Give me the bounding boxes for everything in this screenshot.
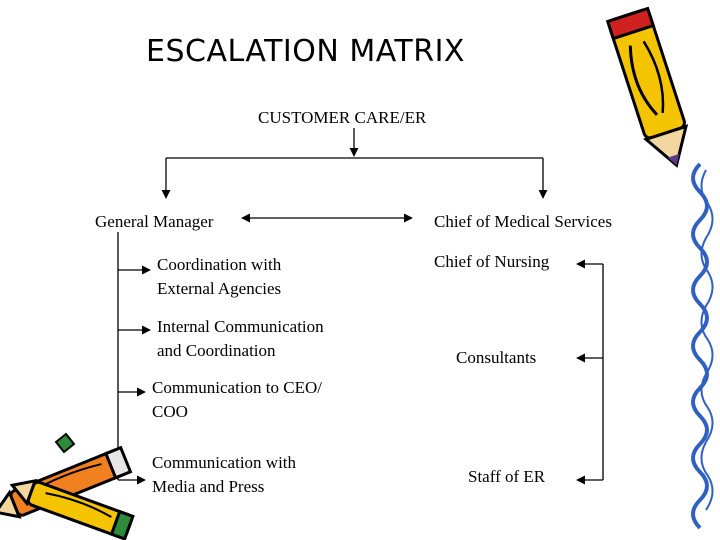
left-item-2-line-2: and Coordination [157, 341, 276, 360]
left-item-1: Coordination with External Agencies [157, 253, 281, 301]
diagram-title: ESCALATION MATRIX [146, 34, 465, 69]
pencils-clipart-icon [0, 432, 135, 540]
pencil-clipart-icon [605, 6, 689, 168]
left-item-3-line-1: Communication to CEO/ [152, 378, 322, 397]
left-item-3-line-2: COO [152, 402, 188, 421]
left-item-1-line-2: External Agencies [157, 279, 282, 298]
right-item-chief-nursing: Chief of Nursing [434, 252, 550, 271]
right-item-consultants: Consultants [456, 348, 537, 367]
squiggle-border-icon [691, 162, 714, 530]
left-item-2-line-1: Internal Communication [157, 317, 324, 336]
left-item-4-line-1: Communication with [152, 453, 297, 472]
left-item-1-line-1: Coordination with [157, 255, 282, 274]
left-item-2: Internal Communication and Coordination [157, 315, 324, 363]
root-node: CUSTOMER CARE/ER [258, 108, 427, 127]
left-item-4: Communication with Media and Press [152, 451, 296, 499]
left-item-3: Communication to CEO/ COO [152, 376, 322, 424]
left-item-4-line-2: Media and Press [152, 477, 265, 496]
right-item-staff-er: Staff of ER [468, 467, 546, 486]
chief-medical-services-node: Chief of Medical Services [434, 212, 612, 231]
general-manager-node: General Manager [95, 212, 214, 231]
